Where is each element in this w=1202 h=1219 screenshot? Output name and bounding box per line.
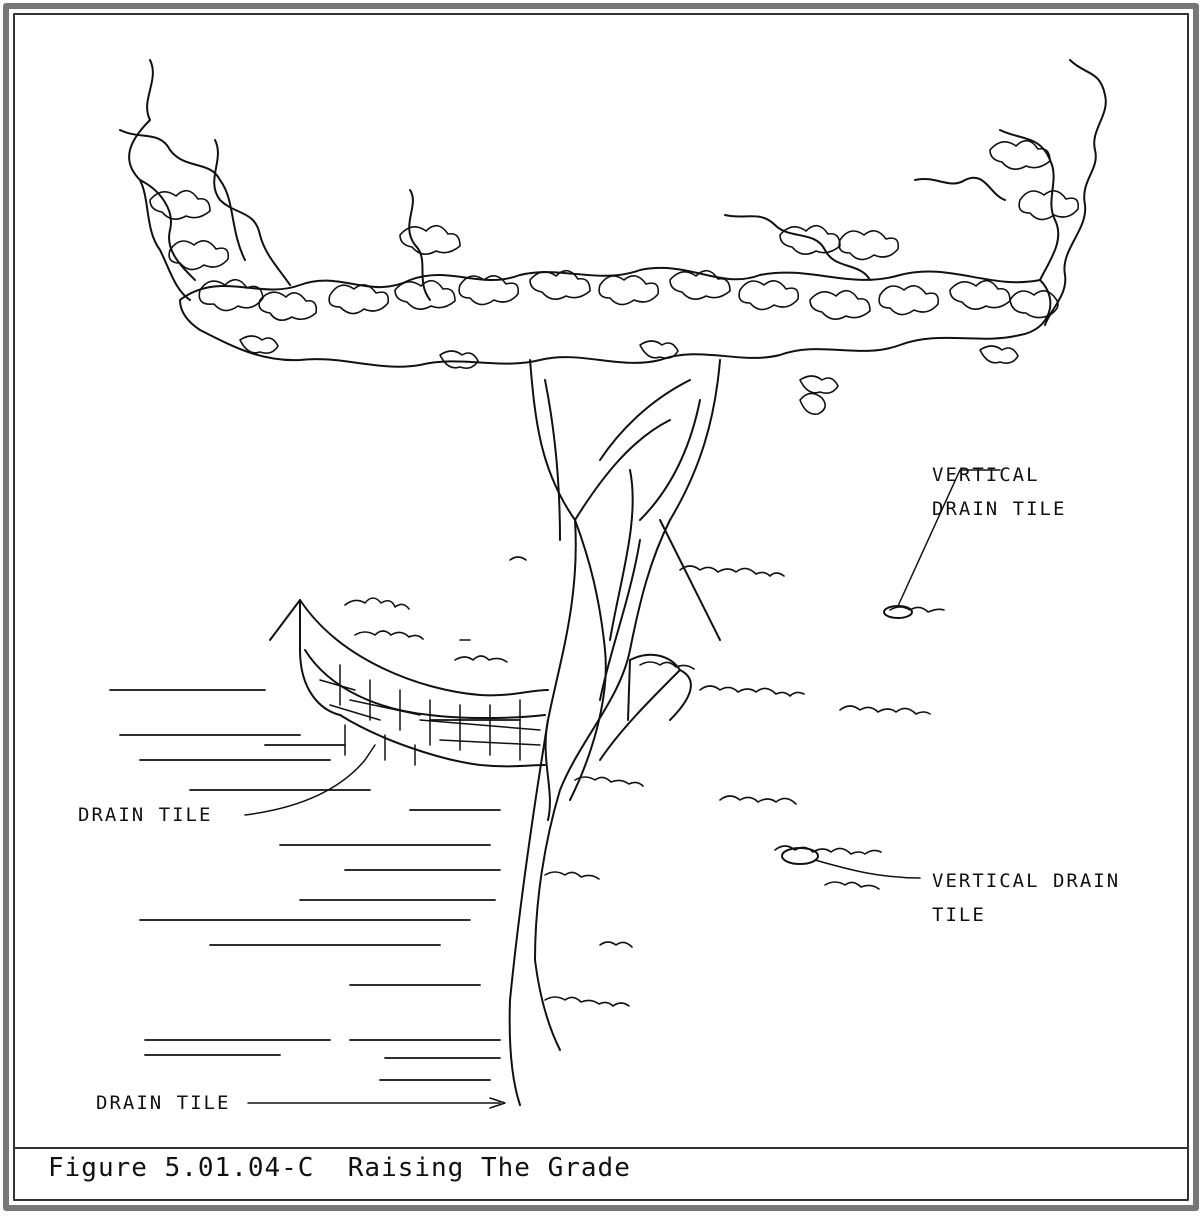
figure-frame [6, 6, 1196, 1208]
label-drain-tile-left: DRAIN TILE [78, 800, 212, 830]
label-vertical-drain-tile-right-2: TILE [932, 900, 986, 930]
label-vertical-drain-tile-top-1: VERTICAL [932, 460, 1040, 490]
figure-caption: Figure 5.01.04-C Raising The Grade [48, 1153, 631, 1183]
grade-scribbles [345, 557, 944, 1006]
label-vertical-drain-tile-right-1: VERTICAL DRAIN [932, 866, 1120, 896]
tree-trunk [510, 360, 720, 1105]
tree-canopy [120, 60, 1106, 414]
label-drain-tile-bottom: DRAIN TILE [96, 1088, 230, 1118]
ground-lines [110, 690, 520, 1080]
retaining-wall [270, 600, 691, 766]
leader-line-drain-bottom [248, 1098, 505, 1108]
leader-line-drain-left [245, 745, 375, 815]
leader-line-vertical-right [815, 860, 920, 878]
leader-line-vertical-top [898, 470, 1000, 606]
label-vertical-drain-tile-top-2: DRAIN TILE [932, 494, 1066, 524]
drain-tile-markers [245, 470, 1000, 1108]
vertical-drain-tile-right-marker [782, 848, 818, 864]
